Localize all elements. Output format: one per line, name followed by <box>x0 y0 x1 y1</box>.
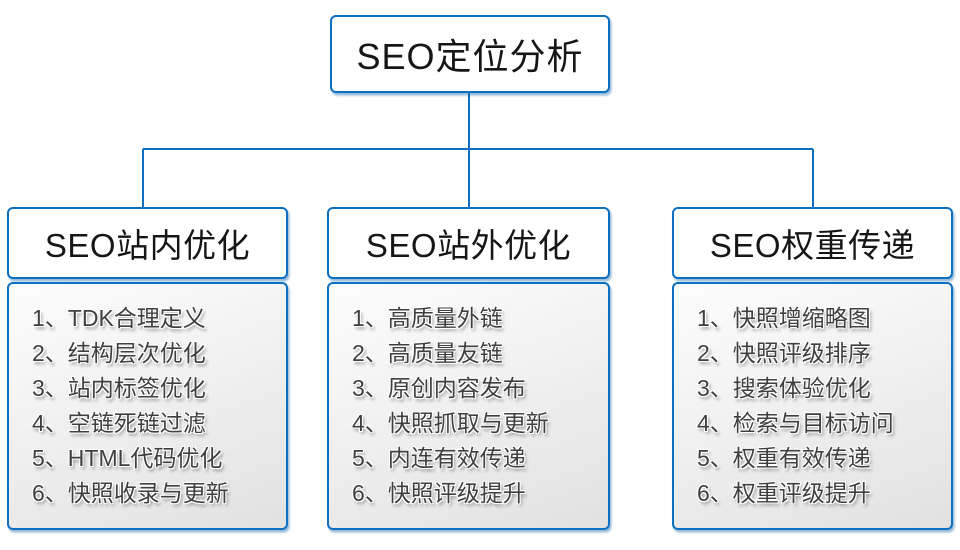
list-item: 1、快照增缩略图 <box>697 305 871 331</box>
list-item: 6、快照收录与更新 <box>32 480 229 506</box>
branch-weight-title: SEO权重传递 <box>709 227 916 264</box>
list-item: 3、原创内容发布 <box>352 375 526 401</box>
branch-onsite-header: SEO站内优化 <box>7 207 288 279</box>
list-item: 6、快照评级提升 <box>352 480 526 506</box>
branch-weight-transfer: SEO权重传递 1、快照增缩略图 2、快照评级排序 3、搜索体验优化 4、检索与… <box>672 207 953 530</box>
list-item: 2、高质量友链 <box>352 340 503 366</box>
branch-offsite-list: 1、高质量外链 2、高质量友链 3、原创内容发布 4、快照抓取与更新 5、内连有… <box>327 282 610 530</box>
list-item: 3、站内标签优化 <box>32 375 206 401</box>
list-item: 3、搜索体验优化 <box>697 375 871 401</box>
branch-onsite-list: 1、TDK合理定义 2、结构层次优化 3、站内标签优化 4、空链死链过滤 5、H… <box>7 282 288 530</box>
list-item: 1、TDK合理定义 <box>32 305 206 331</box>
branch-onsite-title: SEO站内优化 <box>44 227 251 264</box>
branch-offsite-optimization: SEO站外优化 1、高质量外链 2、高质量友链 3、原创内容发布 4、快照抓取与… <box>327 207 610 530</box>
branch-weight-header: SEO权重传递 <box>672 207 953 279</box>
branch-offsite-title: SEO站外优化 <box>365 227 572 264</box>
branch-offsite-header: SEO站外优化 <box>327 207 610 279</box>
list-item: 5、权重有效传递 <box>697 445 871 471</box>
list-item: 5、HTML代码优化 <box>32 445 223 471</box>
list-item: 4、快照抓取与更新 <box>352 410 549 436</box>
list-item: 1、高质量外链 <box>352 305 503 331</box>
root-node: SEO定位分析 <box>330 15 610 93</box>
list-item: 4、空链死链过滤 <box>32 410 206 436</box>
root-title: SEO定位分析 <box>356 36 584 77</box>
branch-onsite-optimization: SEO站内优化 1、TDK合理定义 2、结构层次优化 3、站内标签优化 4、空链… <box>7 207 288 530</box>
list-item: 2、结构层次优化 <box>32 340 206 366</box>
branch-weight-list: 1、快照增缩略图 2、快照评级排序 3、搜索体验优化 4、检索与目标访问 5、权… <box>672 282 953 530</box>
list-item: 2、快照评级排序 <box>697 340 871 366</box>
list-item: 5、内连有效传递 <box>352 445 526 471</box>
list-item: 6、权重评级提升 <box>697 480 871 506</box>
list-item: 4、检索与目标访问 <box>697 410 894 436</box>
